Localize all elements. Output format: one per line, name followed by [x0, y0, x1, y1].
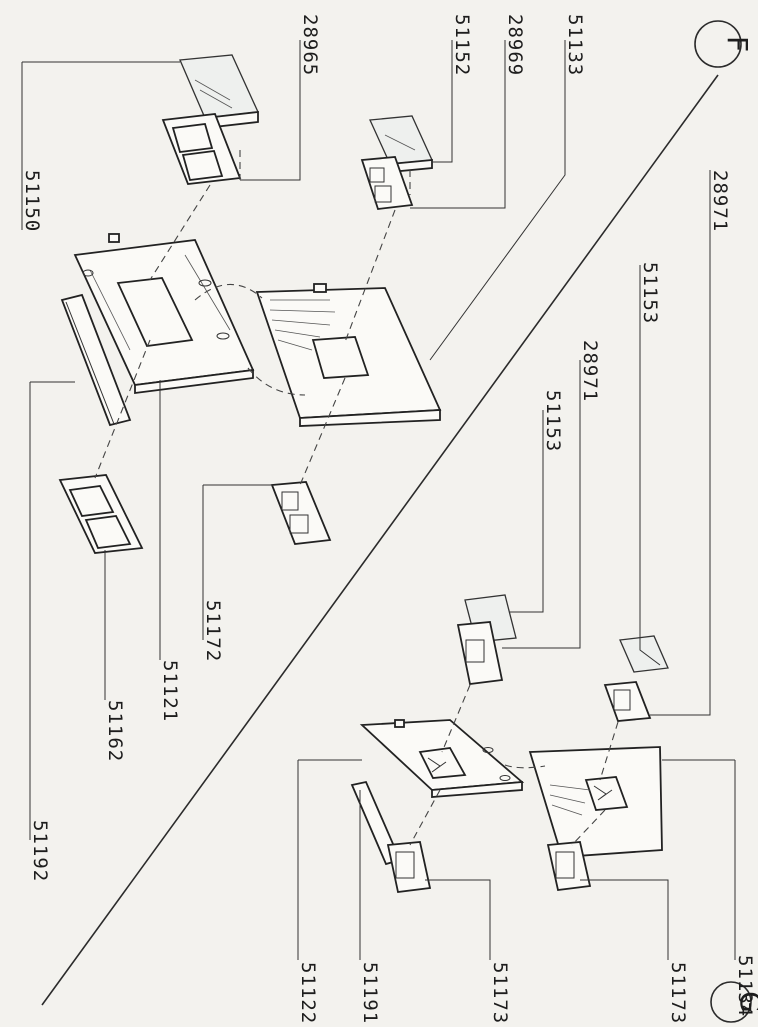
part-28971-mid-frame: [456, 621, 504, 685]
part-51192-rail: [60, 293, 132, 427]
section-divider-line: [41, 74, 719, 1006]
label-f-51152: 51152: [451, 14, 473, 76]
f-assembly-curve-1: [194, 283, 263, 301]
g-assembly-line-4: [571, 809, 606, 846]
label-g-51191: 51191: [359, 962, 381, 1024]
part-51162-frame: [58, 474, 144, 554]
label-f-51162: 51162: [104, 700, 126, 762]
g-assembly-curve-1: [504, 764, 546, 769]
part-51173-mid-frame: [386, 841, 432, 893]
f-assembly-curve-2: [247, 367, 306, 396]
label-g-28971-top: 28971: [709, 170, 731, 232]
label-g-51153-top: 51153: [639, 262, 661, 324]
label-g-28971-mid: 28971: [579, 340, 601, 402]
part-51172-frame: [270, 481, 332, 545]
f-leader-lines: [21, 40, 566, 840]
label-f-51121: 51121: [159, 660, 181, 722]
section-g-letter: G: [734, 991, 758, 1013]
part-51134-cover: [528, 746, 663, 858]
label-f-51172: 51172: [202, 600, 224, 662]
label-f-28965: 28965: [299, 14, 321, 76]
part-51152-glass: [369, 115, 433, 173]
f-assembly-line-4: [299, 377, 346, 486]
label-g-51134: 51134: [734, 955, 756, 1017]
section-f-marker: F: [694, 20, 754, 68]
section-g-marker: G: [710, 981, 758, 1023]
label-g-51173-right: 51173: [667, 962, 689, 1024]
section-f-letter: F: [721, 36, 754, 52]
g-assembly-line-1: [441, 684, 471, 753]
label-f-28969: 28969: [504, 14, 526, 76]
label-g-51173-mid: 51173: [489, 962, 511, 1024]
part-51173-right-frame: [546, 841, 592, 891]
part-51122-panel: [359, 719, 525, 798]
part-51121-panel: [73, 233, 255, 395]
label-f-51133: 51133: [564, 14, 586, 76]
part-51150-frame: [161, 113, 242, 185]
label-f-51192: 51192: [29, 820, 51, 882]
g-assembly-line-2: [599, 721, 619, 781]
label-g-51122: 51122: [297, 962, 319, 1024]
part-28971-top-frame: [603, 681, 652, 722]
g-assembly-line-3: [409, 789, 441, 846]
label-g-51153-mid: 51153: [542, 390, 564, 452]
part-51153-top-glass: [619, 635, 669, 673]
part-51133-cover: [255, 283, 442, 427]
f-assembly-line-1: [149, 184, 211, 281]
part-28969-frame: [360, 156, 414, 210]
label-f-51150: 51150: [21, 170, 43, 232]
f-assembly-line-3: [94, 339, 151, 479]
g-leader-lines: [297, 170, 736, 960]
